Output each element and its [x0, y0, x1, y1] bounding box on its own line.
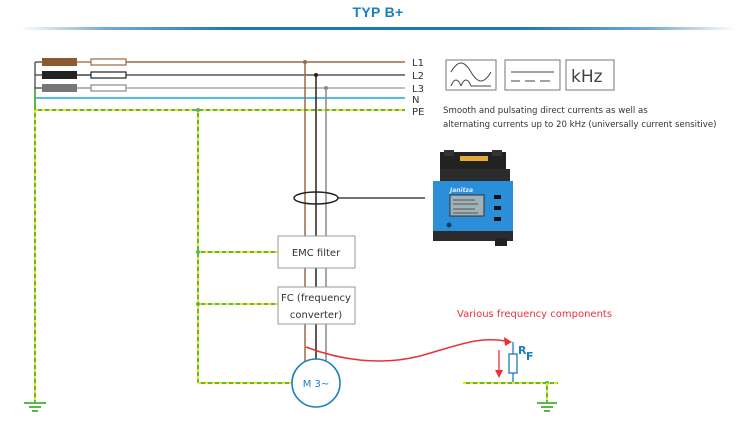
description-line-2: alternating currents up to 20 kHz (unive… [443, 119, 717, 130]
leakage-current-arrow [305, 338, 511, 362]
l1-source-block [42, 58, 77, 66]
l2-source-block [42, 71, 77, 79]
label-l2: L2 [412, 71, 424, 82]
diagram-title: TYP B+ [352, 4, 404, 20]
label-n: N [412, 95, 419, 106]
svg-text:FC (frequency: FC (frequency [281, 293, 351, 304]
resistor-rf: R F [508, 342, 534, 383]
emc-filter-block: EMC filter [277, 235, 356, 269]
motor-icon: M 3~ [291, 358, 341, 408]
pe-branch-vertical [196, 108, 200, 383]
label-l1: L1 [412, 58, 424, 69]
frequency-components-label: Various frequency components [457, 309, 612, 320]
svg-text:M 3~: M 3~ [303, 379, 330, 390]
ac-wave-icon [445, 59, 497, 91]
l1-fuse-icon [90, 58, 127, 66]
svg-text:Janitza: Janitza [449, 187, 473, 194]
resistor-icon [508, 353, 518, 374]
l2-fuse-icon [90, 71, 127, 79]
pe-to-emc [196, 250, 278, 254]
ground-icon-left [24, 402, 46, 412]
label-pe: PE [412, 107, 424, 118]
sensitivity-description: Smooth and pulsating direct currents as … [443, 105, 753, 132]
l3-source-block [42, 84, 77, 92]
label-l3: L3 [412, 84, 424, 95]
svg-text:converter): converter) [290, 310, 342, 321]
svg-text:R: R [518, 344, 527, 357]
svg-text:F: F [526, 350, 534, 363]
device-button-1 [494, 195, 501, 199]
ground-icon-right [537, 402, 557, 412]
device-button-3 [494, 217, 501, 221]
device-button-2 [494, 206, 501, 210]
phase-l2 [42, 71, 405, 79]
svg-text:kHz: kHz [571, 67, 603, 87]
current-direction-arrow [495, 350, 503, 378]
janitza-device: Janitza [433, 150, 513, 246]
title-divider [20, 27, 736, 30]
pe-right-line [463, 381, 558, 402]
frequency-converter-block: FC (frequency converter) [277, 286, 356, 325]
pe-to-fc [196, 302, 278, 306]
phase-l1 [42, 58, 405, 66]
l3-fuse-icon [90, 84, 127, 92]
khz-icon: kHz [565, 59, 615, 91]
svg-text:EMC filter: EMC filter [292, 248, 341, 259]
phase-l3 [42, 84, 405, 92]
dc-current-icon [504, 59, 561, 91]
description-line-1: Smooth and pulsating direct currents as … [443, 106, 648, 116]
terminal-block [460, 156, 488, 161]
